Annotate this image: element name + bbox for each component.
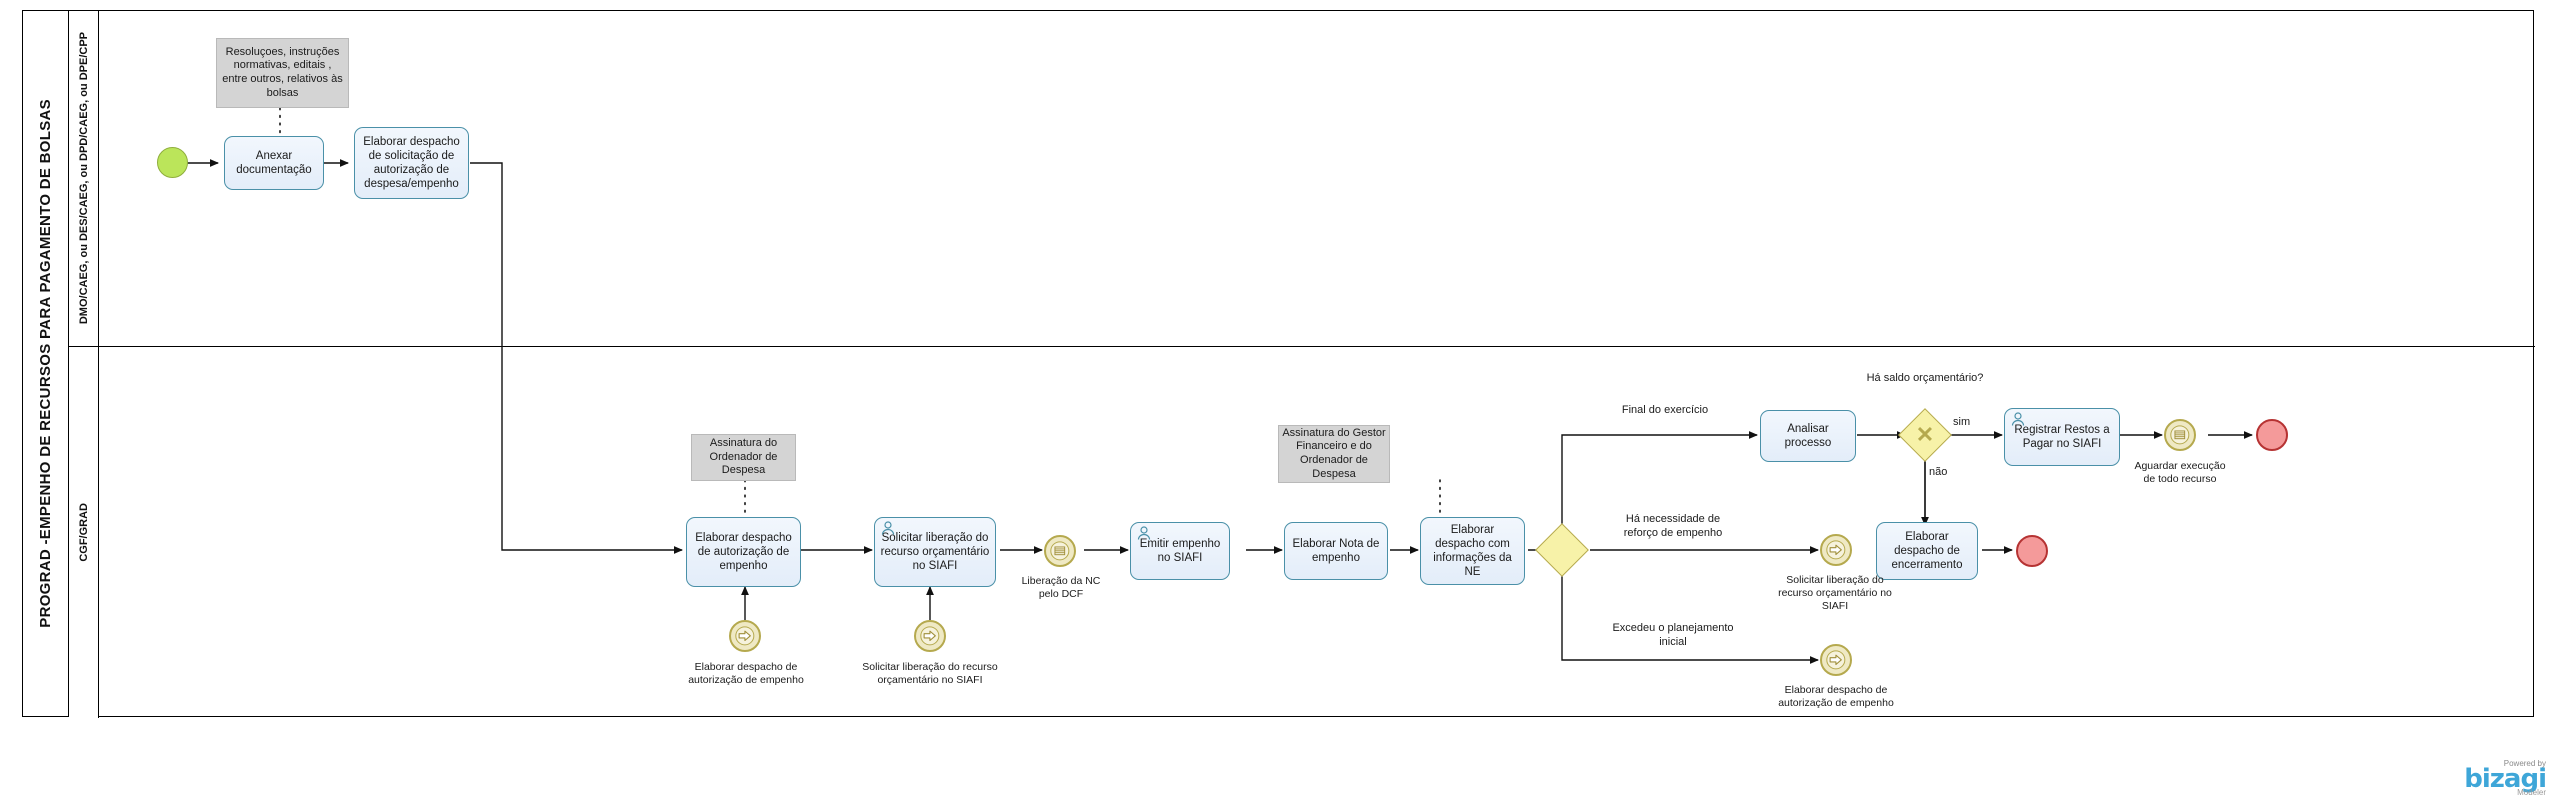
event-liberacao-nc[interactable] bbox=[1044, 535, 1076, 567]
event-throw-elaborar-despacho-autorizacao-2-label-text: Elaborar despacho de autorização de empe… bbox=[1778, 684, 1894, 710]
task-analisar-processo-label: Analisar processo bbox=[1784, 422, 1832, 449]
event-throw-solicitar-liberacao-label-text: Solicitar liberação do recurso orçamentá… bbox=[862, 661, 998, 687]
pool-title-label: PROGRAD -EMPENHO DE RECURSOS PARA PAGAME… bbox=[37, 99, 54, 628]
event-end-bottom[interactable] bbox=[2016, 535, 2048, 567]
gateway-saldo-label-text: Há saldo orçamentário? bbox=[1866, 372, 1984, 384]
annotation-assinatura-gestor-text: Assinatura do Gestor Financeiro e do Ord… bbox=[1282, 426, 1386, 480]
event-throw-elaborar-despacho-autorizacao[interactable] bbox=[729, 620, 761, 652]
link-icon bbox=[1826, 540, 1846, 560]
arrow-right-icon bbox=[1829, 544, 1843, 556]
flow-label-sim-text: sim bbox=[1953, 416, 1971, 428]
bizagi-product-label: Modeler bbox=[2517, 788, 2546, 797]
pool-title: PROGRAD -EMPENHO DE RECURSOS PARA PAGAME… bbox=[23, 11, 69, 716]
annotation-bolsas: Resoluçoes, instruções normativas, edita… bbox=[216, 38, 349, 108]
bizagi-logo: bizagi bbox=[2464, 763, 2547, 794]
task-elaborar-nota-empenho[interactable]: Elaborar Nota de empenho bbox=[1284, 522, 1388, 580]
event-throw-solicitar-liberacao-2[interactable] bbox=[1820, 534, 1852, 566]
event-liberacao-nc-label: Liberação da NC pelo DCF bbox=[1015, 575, 1107, 601]
link-icon bbox=[920, 626, 940, 646]
task-elaborar-despacho-encerramento[interactable]: Elaborar despacho de encerramento bbox=[1876, 522, 1978, 580]
event-end-top[interactable] bbox=[2256, 419, 2288, 451]
task-anexar-documentacao[interactable]: Anexar documentação bbox=[224, 136, 324, 190]
flow-label-excedeu-planejamento-text: Excedeu o planejamento inicial bbox=[1612, 622, 1734, 648]
event-throw-solicitar-liberacao-2-label: Solicitar liberação do recurso orçamentá… bbox=[1770, 574, 1900, 613]
lane-1-title-label: DMO/CAEG, ou DES/CAEG, ou DPD/CAEG, ou D… bbox=[77, 32, 90, 325]
flow-label-final-exercicio: Final do exercício bbox=[1600, 404, 1730, 418]
bizagi-brand: Powered by bizagi Modeler bbox=[2464, 758, 2547, 797]
message-icon bbox=[1050, 541, 1070, 561]
event-throw-solicitar-liberacao-label: Solicitar liberação do recurso orçamentá… bbox=[858, 661, 1002, 687]
task-elaborar-despacho-ne[interactable]: Elaborar despacho com informações da NE bbox=[1420, 517, 1525, 585]
task-emitir-empenho[interactable]: Emitir empenho no SIAFI bbox=[1130, 522, 1230, 580]
message-icon bbox=[2170, 425, 2190, 445]
link-icon bbox=[1826, 650, 1846, 670]
annotation-bolsas-text: Resoluçoes, instruções normativas, edita… bbox=[222, 45, 343, 99]
event-aguardar-execucao[interactable] bbox=[2164, 419, 2196, 451]
envelope-icon bbox=[1054, 546, 1066, 556]
flow-label-excedeu-planejamento: Excedeu o planejamento inicial bbox=[1608, 622, 1738, 650]
task-anexar-documentacao-label: Anexar documentação bbox=[236, 149, 312, 176]
event-throw-elaborar-despacho-autorizacao-label-text: Elaborar despacho de autorização de empe… bbox=[688, 661, 804, 687]
annotation-assinatura-ordenador: Assinatura do Ordenador de Despesa bbox=[691, 434, 796, 481]
annotation-assinatura-ordenador-text: Assinatura do Ordenador de Despesa bbox=[709, 436, 778, 477]
link-icon bbox=[735, 626, 755, 646]
arrow-right-icon bbox=[1829, 654, 1843, 666]
task-registrar-restos-pagar-label: Registrar Restos a Pagar no SIAFI bbox=[2014, 423, 2110, 450]
task-emitir-empenho-label: Emitir empenho no SIAFI bbox=[1139, 537, 1221, 564]
task-elaborar-despacho-autorizacao[interactable]: Elaborar despacho de autorização de empe… bbox=[686, 517, 801, 587]
task-solicitar-liberacao-recurso[interactable]: Solicitar liberação do recurso orçamentá… bbox=[874, 517, 996, 587]
task-elaborar-despacho-solicitacao-label: Elaborar despacho de solicitação de auto… bbox=[363, 135, 460, 191]
event-aguardar-execucao-label: Aguardar execução de todo recurso bbox=[2134, 460, 2226, 486]
envelope-icon bbox=[2174, 430, 2186, 440]
task-analisar-processo[interactable]: Analisar processo bbox=[1760, 410, 1856, 462]
event-throw-elaborar-despacho-autorizacao-2-label: Elaborar despacho de autorização de empe… bbox=[1766, 684, 1906, 710]
task-elaborar-despacho-solicitacao[interactable]: Elaborar despacho de solicitação de auto… bbox=[354, 127, 469, 199]
lane-2-title: CGF/GRAD bbox=[69, 347, 99, 718]
user-task-icon bbox=[2011, 412, 2025, 426]
arrow-right-icon bbox=[738, 630, 752, 642]
user-task-icon bbox=[1137, 526, 1151, 540]
task-solicitar-liberacao-recurso-label: Solicitar liberação do recurso orçamentá… bbox=[880, 531, 990, 572]
task-elaborar-nota-empenho-label: Elaborar Nota de empenho bbox=[1292, 537, 1380, 564]
event-throw-solicitar-liberacao[interactable] bbox=[914, 620, 946, 652]
event-aguardar-execucao-label-text: Aguardar execução de todo recurso bbox=[2134, 460, 2226, 486]
lane-1-title: DMO/CAEG, ou DES/CAEG, ou DPD/CAEG, ou D… bbox=[69, 11, 99, 346]
flow-label-necessidade-reforco-text: Há necessidade de reforço de empenho bbox=[1623, 513, 1723, 539]
bizagi-powered-label: Powered by bbox=[2503, 758, 2546, 768]
gateway-exclusive-x-icon: ✕ bbox=[1915, 422, 1935, 447]
task-elaborar-despacho-autorizacao-label: Elaborar despacho de autorização de empe… bbox=[695, 531, 792, 572]
flow-label-nao: não bbox=[1929, 466, 1965, 480]
event-start[interactable] bbox=[157, 147, 188, 178]
flow-label-nao-text: não bbox=[1929, 466, 1948, 478]
flow-label-sim: sim bbox=[1953, 416, 1989, 430]
task-elaborar-despacho-ne-label: Elaborar despacho com informações da NE bbox=[1433, 523, 1512, 579]
event-throw-elaborar-despacho-autorizacao-2[interactable] bbox=[1820, 644, 1852, 676]
event-throw-elaborar-despacho-autorizacao-label: Elaborar despacho de autorização de empe… bbox=[676, 661, 816, 687]
pool-prograd: PROGRAD -EMPENHO DE RECURSOS PARA PAGAME… bbox=[22, 10, 2535, 718]
user-task-icon bbox=[881, 521, 895, 535]
task-elaborar-despacho-encerramento-label: Elaborar despacho de encerramento bbox=[1891, 530, 1963, 571]
task-registrar-restos-pagar[interactable]: Registrar Restos a Pagar no SIAFI bbox=[2004, 408, 2120, 466]
lane-2-title-label: CGF/GRAD bbox=[77, 503, 90, 562]
gateway-saldo-label: Há saldo orçamentário? bbox=[1865, 372, 1985, 386]
arrow-right-icon bbox=[923, 630, 937, 642]
event-liberacao-nc-label-text: Liberação da NC pelo DCF bbox=[1021, 575, 1101, 601]
annotation-assinatura-gestor: Assinatura do Gestor Financeiro e do Ord… bbox=[1278, 425, 1390, 483]
flow-label-necessidade-reforco: Há necessidade de reforço de empenho bbox=[1608, 513, 1738, 541]
event-throw-solicitar-liberacao-2-label-text: Solicitar liberação do recurso orçamentá… bbox=[1778, 574, 1892, 613]
lane-cgf-grad: CGF/GRAD bbox=[69, 347, 2535, 718]
flow-label-final-exercicio-text: Final do exercício bbox=[1621, 404, 1709, 416]
lane-dmo-caeg: DMO/CAEG, ou DES/CAEG, ou DPD/CAEG, ou D… bbox=[69, 11, 2535, 347]
